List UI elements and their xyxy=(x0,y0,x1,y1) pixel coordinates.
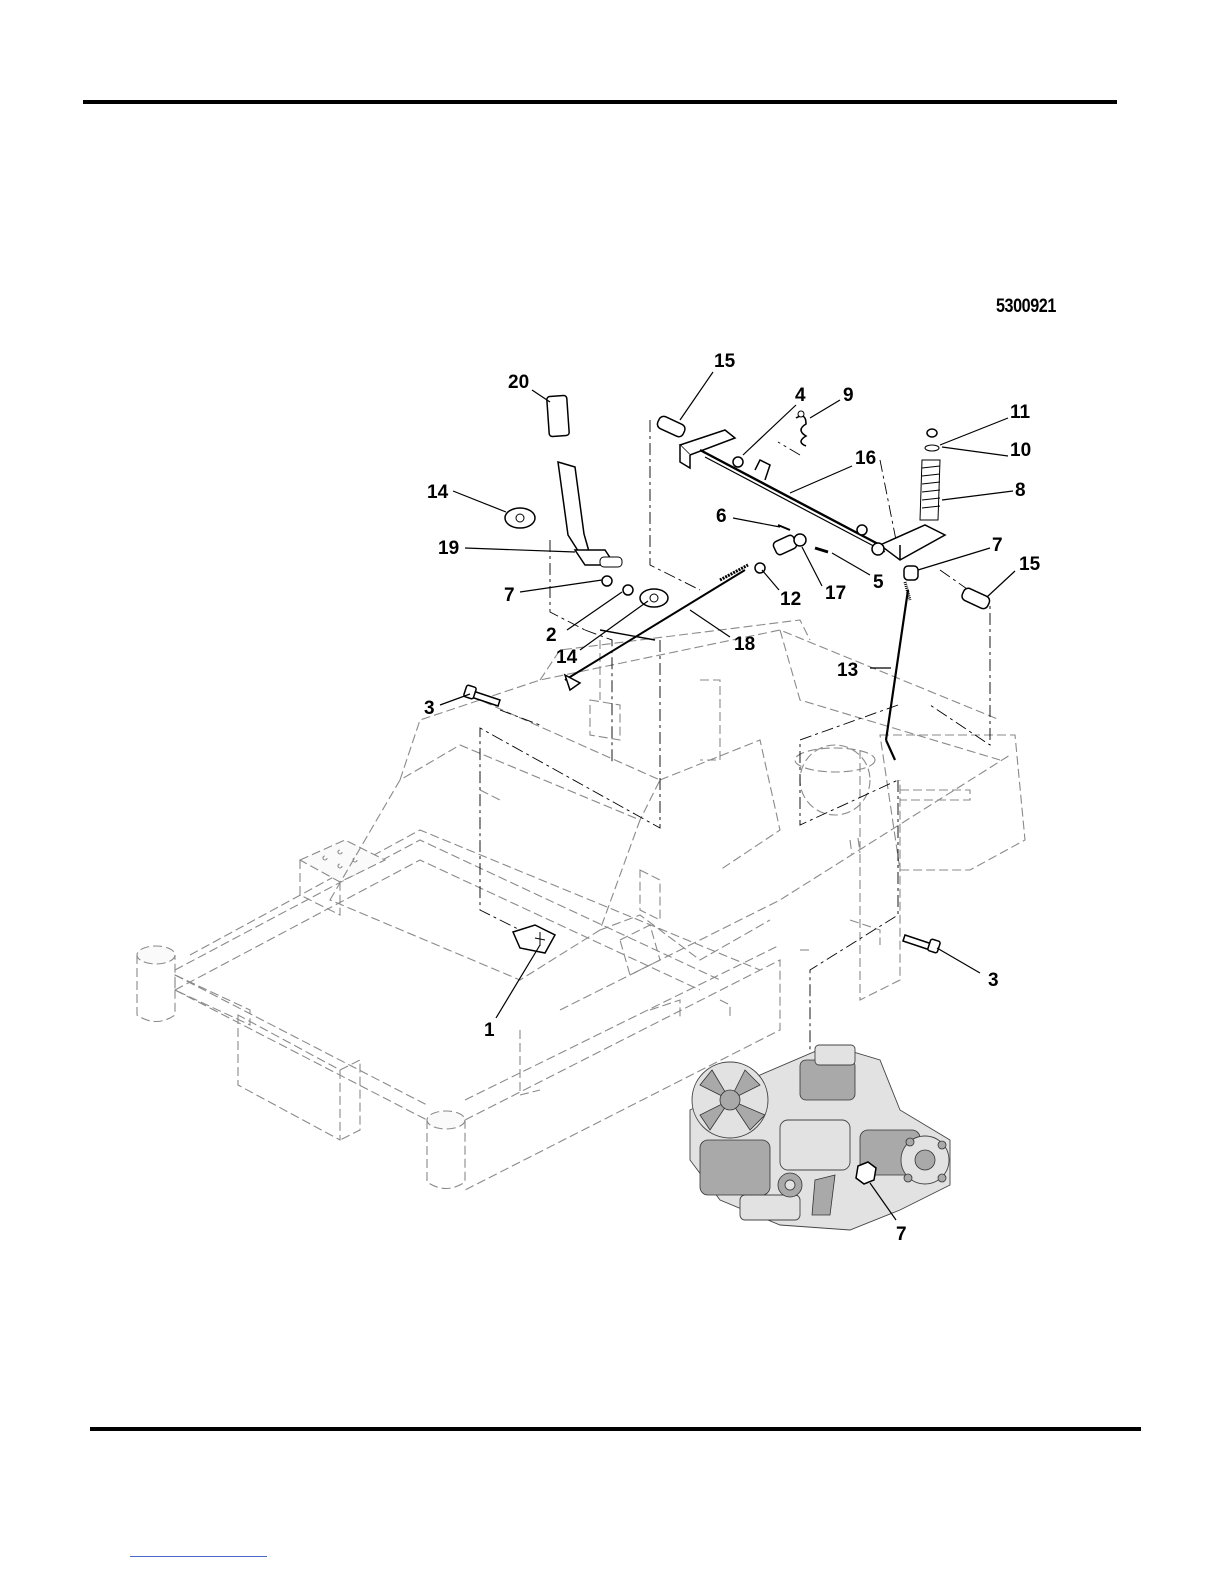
callout-12: 12 xyxy=(780,589,801,610)
brake-pedal-assembly xyxy=(505,395,668,607)
callout-7-bottom: 7 xyxy=(896,1224,907,1245)
callout-1: 1 xyxy=(484,1020,495,1041)
callout-16: 16 xyxy=(855,448,876,469)
spring-and-hardware xyxy=(755,411,940,580)
callout-5: 5 xyxy=(873,572,884,593)
callout-14-upper: 14 xyxy=(427,482,449,503)
brake-rod-18 xyxy=(565,565,748,690)
callout-7-left: 7 xyxy=(504,585,515,606)
callout-11: 11 xyxy=(1010,402,1031,423)
callout-6: 6 xyxy=(716,506,727,527)
assembly-lines xyxy=(480,420,990,1130)
callout-3-left: 3 xyxy=(424,698,435,719)
callout-19: 19 xyxy=(438,538,459,559)
callout-4: 4 xyxy=(795,385,806,406)
callout-13: 13 xyxy=(837,660,858,681)
callout-20: 20 xyxy=(508,372,529,393)
callout-7-upper-right: 7 xyxy=(992,535,1003,556)
footer-link-underline[interactable] xyxy=(130,1556,267,1557)
callout-17: 17 xyxy=(825,583,846,604)
callout-8: 8 xyxy=(1015,480,1026,501)
decal-1 xyxy=(513,925,555,953)
callout-15: 15 xyxy=(714,351,736,372)
callout-9: 9 xyxy=(843,385,854,406)
callout-2: 2 xyxy=(546,625,557,646)
callout-3-right: 3 xyxy=(988,970,999,991)
callout-15-right: 15 xyxy=(1019,554,1041,575)
footer-rule xyxy=(90,1427,1141,1431)
callout-10: 10 xyxy=(1010,440,1031,461)
callout-14-lower: 14 xyxy=(556,647,578,668)
callout-18: 18 xyxy=(734,634,755,655)
transaxle-assembly xyxy=(690,1045,950,1230)
control-rod-13 xyxy=(886,582,910,760)
